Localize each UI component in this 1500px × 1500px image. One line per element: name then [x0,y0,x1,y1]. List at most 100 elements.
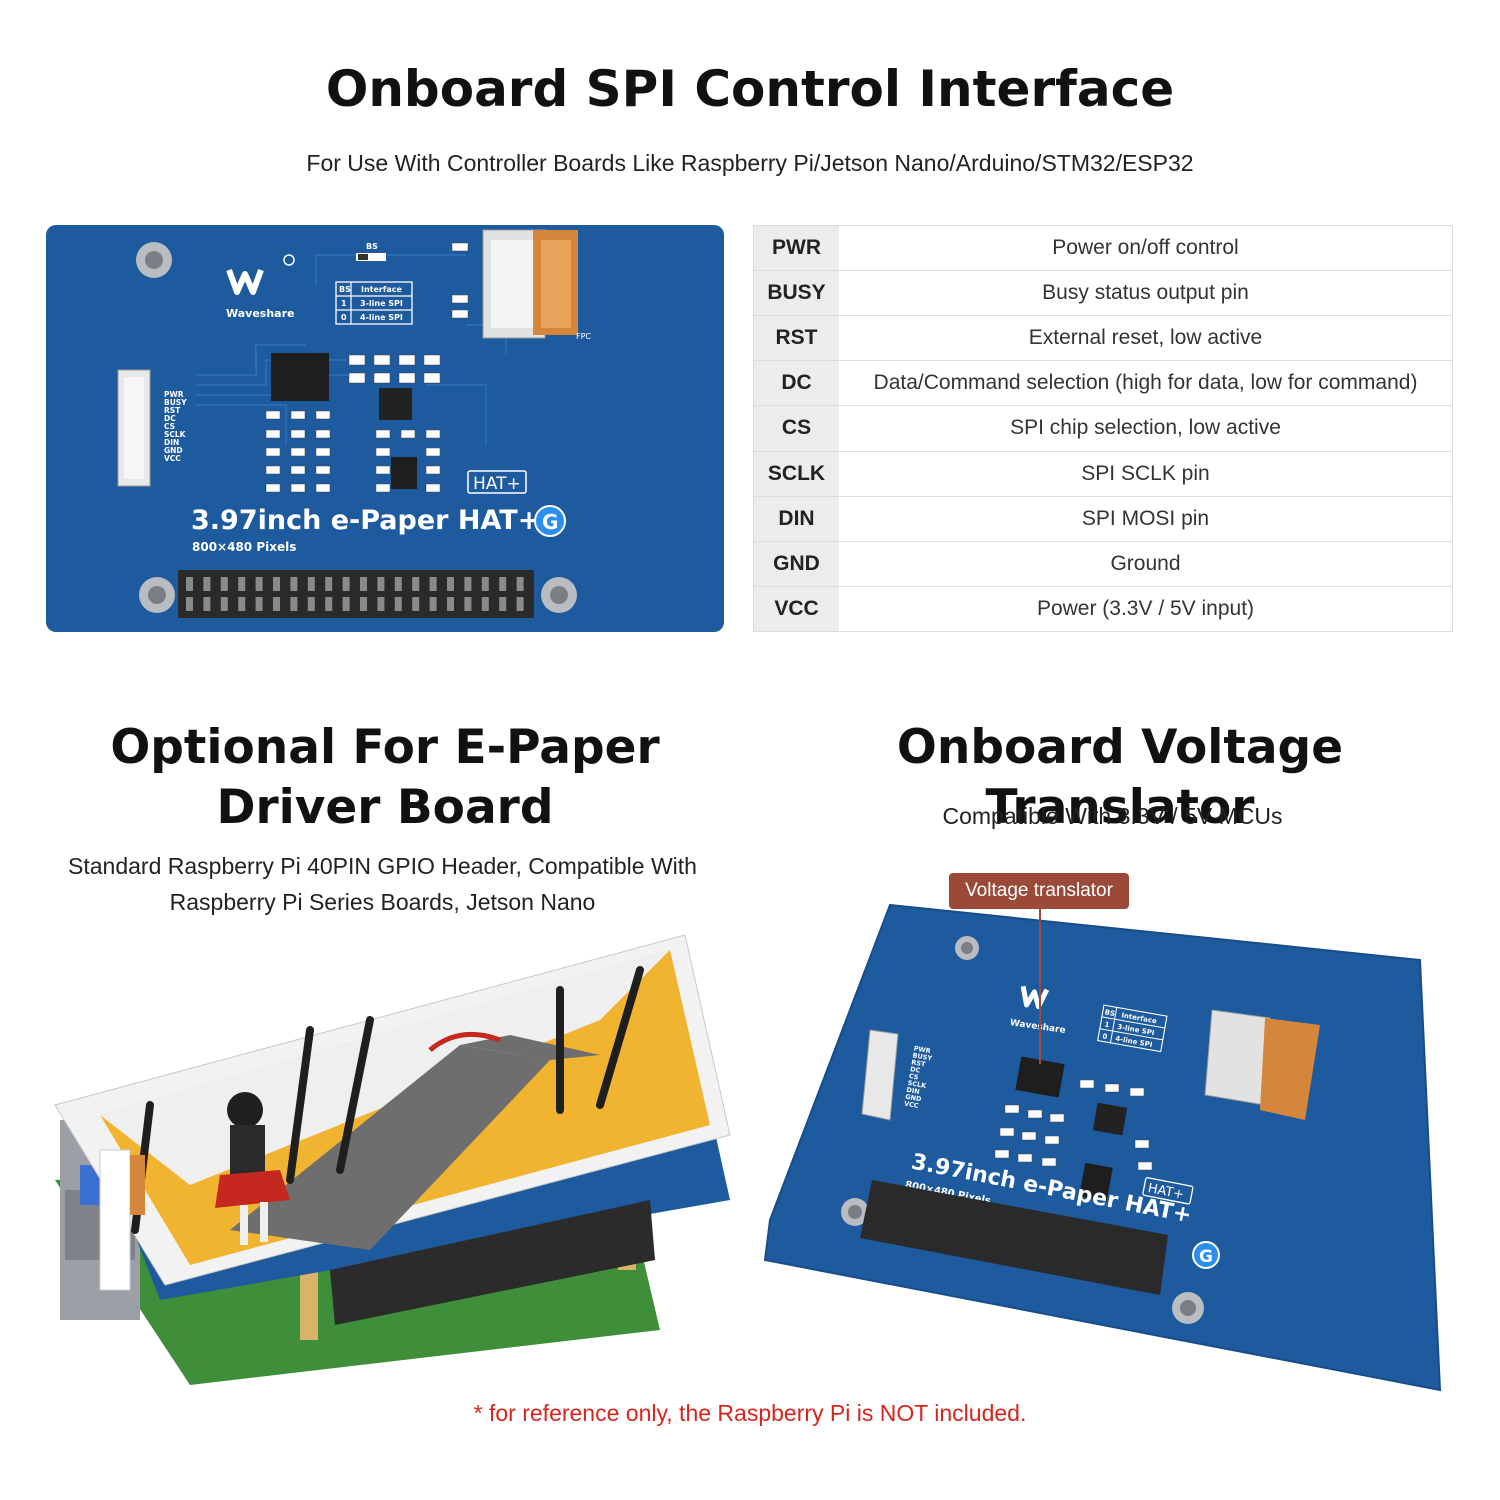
gpio-pin [412,577,420,591]
svg-text:GND: GND [164,446,183,455]
mounting-hole-icon [136,242,577,613]
gpio-pin [307,577,315,591]
gpio-pin [255,597,263,611]
waveshare-logo-icon [226,254,295,295]
svg-text:DIN: DIN [906,1086,920,1096]
bs-interface-table: BS Interface 1 3-line SPI 0 4-line SPI [335,281,413,325]
gpio-pin [516,597,524,611]
svg-text:FPC: FPC [576,332,591,341]
epaper-on-raspberry-pi-image [54,934,731,1385]
gpio-pin [238,577,246,591]
gpio-pin [464,597,472,611]
gpio-pin [394,577,402,591]
gpio-header [178,570,534,618]
g-mark: G [542,510,558,534]
board-top-view-image: Waveshare BS BS Interface 1 3-line SPI 0… [46,225,724,632]
section-desc-line1: Standard Raspberry Pi 40PIN GPIO Header,… [68,853,697,879]
gpio-pin [447,577,454,591]
side-connector [117,369,151,487]
gpio-pin [255,577,263,591]
svg-text:PWR: PWR [164,390,184,399]
gpio-pin [464,577,472,591]
gpio-pin [360,577,367,591]
gpio-pin [342,577,350,591]
gpio-pin [273,577,280,591]
hat-badge: HAT+ [473,474,521,494]
gpio-pin [360,597,367,611]
gpio-pin [499,597,507,611]
gpio-pin [273,597,280,611]
section-subtitle-voltage: Compatible With 3.3V / 5V MCUs [942,803,1283,829]
callout-voltage-translator: Voltage translator [949,873,1129,909]
svg-text:3-line SPI: 3-line SPI [360,299,403,308]
svg-text:GND: GND [905,1093,923,1104]
resolution: 800×480 Pixels [192,540,296,554]
gpio-pin [220,577,228,591]
svg-text:Interface: Interface [361,285,402,294]
svg-text:SCLK: SCLK [907,1079,928,1090]
gpio-pin [412,597,420,611]
svg-text:RST: RST [911,1058,927,1068]
gpio-pin [342,597,350,611]
reference-note: * for reference only, the Raspberry Pi i… [473,1400,1027,1426]
gpio-pin [481,577,489,591]
svg-text:DIN: DIN [164,438,179,447]
svg-text:CS: CS [908,1072,919,1082]
svg-text:0: 0 [1102,1032,1108,1041]
section-title-driver-line2: Driver Board [216,780,554,835]
svg-text:1: 1 [341,299,347,308]
gpio-pin [186,577,193,591]
gpio-pin [377,577,385,591]
gpio-pin [290,577,298,591]
section-title-driver-line1: Optional For E-Paper [110,720,660,775]
fpc-connector: FPC [482,229,591,341]
section-title-spi: Onboard SPI Control Interface [325,60,1175,118]
svg-text:BS: BS [339,285,351,294]
gpio-pin [307,597,315,611]
board-bs-label: BS [366,242,378,251]
svg-text:G: G [1199,1247,1213,1267]
svg-text:HAT+: HAT+ [1147,1181,1186,1203]
side-pin-labels: PWR BUSY RST DC CS SCLK DIN GND VCC [164,390,187,463]
gpio-pin [516,577,524,591]
gpio-pin [325,597,333,611]
svg-text:BUSY: BUSY [912,1051,933,1062]
gpio-pin [186,597,193,611]
section-title-voltage: Onboard Voltage Translator [896,720,1344,835]
gpio-pin [203,577,211,591]
svg-text:DC: DC [164,414,176,423]
svg-text:RST: RST [164,406,181,415]
gpio-pin [325,577,333,591]
callout-line [1039,909,1041,1064]
svg-text:VCC: VCC [903,1100,919,1110]
section-desc-line2: Raspberry Pi Series Boards, Jetson Nano [169,889,596,915]
board-brand: Waveshare [226,307,294,320]
gpio-pin [481,597,489,611]
svg-text:BS: BS [1104,1008,1116,1018]
svg-text:DC: DC [909,1065,921,1075]
svg-text:1: 1 [1104,1021,1110,1030]
gpio-pin [220,597,228,611]
svg-text:SCLK: SCLK [164,430,187,439]
svg-text:BUSY: BUSY [164,398,187,407]
gpio-pin [238,597,246,611]
gpio-pin [499,577,507,591]
svg-text:VCC: VCC [164,454,181,463]
svg-text:4-line SPI: 4-line SPI [360,313,403,322]
gpio-pin [377,597,385,611]
gpio-pin [429,577,437,591]
gpio-pin [203,597,211,611]
gpio-pin [429,597,437,611]
svg-text:0: 0 [341,313,347,322]
svg-text:PWR: PWR [913,1044,931,1055]
gpio-pin [447,597,454,611]
section-subtitle-spi: For Use With Controller Boards Like Rasp… [306,150,1194,176]
